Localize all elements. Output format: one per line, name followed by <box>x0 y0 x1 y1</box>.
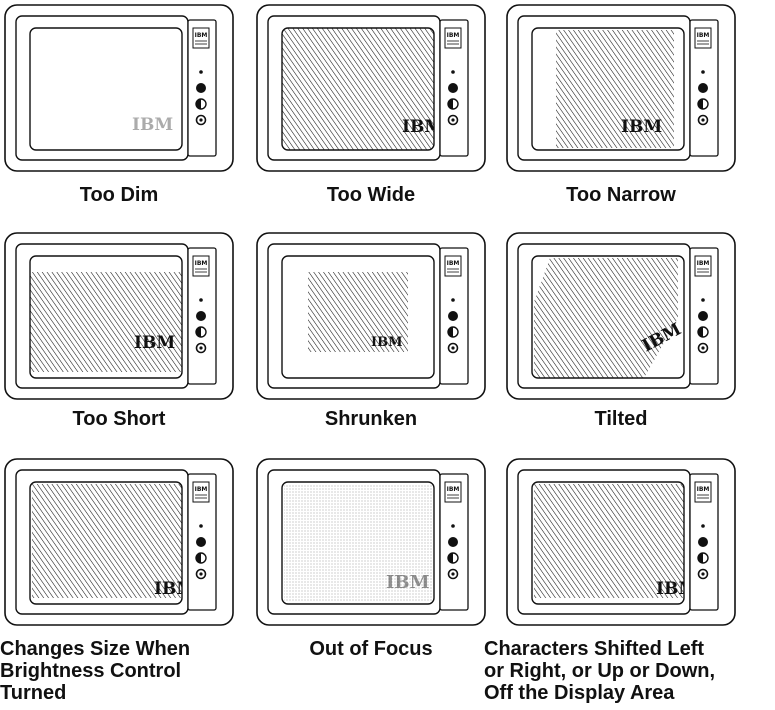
caption-out-of-focus: Out of Focus <box>256 638 486 660</box>
badge-logo: IBM <box>447 260 460 267</box>
caption-too-wide: Too Wide <box>256 184 486 206</box>
monitor-icon: IBM IBM <box>256 232 486 400</box>
panel-shrunken: IBM IBM Shrunken <box>256 232 486 432</box>
contrast-knob-center <box>701 346 704 349</box>
indicator-light-icon <box>451 298 455 302</box>
ibm-logo: IBM <box>386 572 430 593</box>
power-knob-icon <box>448 537 458 547</box>
badge-logo: IBM <box>697 32 710 39</box>
contrast-knob-center <box>199 118 202 121</box>
contrast-knob-center <box>199 346 202 349</box>
contrast-knob-center <box>451 572 454 575</box>
indicator-light-icon <box>199 524 203 528</box>
contrast-knob-center <box>451 118 454 121</box>
power-knob-icon <box>196 83 206 93</box>
indicator-light-icon <box>451 70 455 74</box>
caption-too-narrow: Too Narrow <box>506 184 736 206</box>
indicator-light-icon <box>199 298 203 302</box>
raster-area <box>28 272 186 372</box>
badge-logo: IBM <box>697 260 710 267</box>
panel-too-narrow: IBM IBM Too Narrow <box>506 4 736 204</box>
power-knob-icon <box>698 311 708 321</box>
panel-too-short: IBM IBM Too Short <box>4 232 234 432</box>
badge-logo: IBM <box>195 260 208 267</box>
indicator-light-icon <box>701 524 705 528</box>
indicator-light-icon <box>451 524 455 528</box>
caption-tilted: Tilted <box>506 408 736 430</box>
contrast-knob-center <box>199 572 202 575</box>
power-knob-icon <box>196 311 206 321</box>
contrast-knob-center <box>701 118 704 121</box>
caption-too-short: Too Short <box>4 408 234 430</box>
caption-changes-size: Changes Size When Brightness Control Tur… <box>0 638 254 704</box>
monitor-icon: IBM IBM <box>506 4 736 172</box>
contrast-knob-center <box>701 572 704 575</box>
caption-characters-shifted: Characters Shifted Left or Right, or Up … <box>484 638 753 704</box>
caption-too-dim: Too Dim <box>4 184 234 206</box>
power-knob-icon <box>698 83 708 93</box>
indicator-light-icon <box>199 70 203 74</box>
panel-out-of-focus: IBM IBM Out of Focus <box>256 458 486 658</box>
monitor-icon: IBM IBM <box>256 458 486 626</box>
indicator-light-icon <box>701 298 705 302</box>
panel-too-dim: IBM IBM Too Dim <box>4 4 234 204</box>
ibm-logo: IBM <box>621 117 662 137</box>
monitor-icon: IBM IBM <box>4 232 234 400</box>
badge-logo: IBM <box>195 32 208 39</box>
contrast-knob-center <box>451 346 454 349</box>
power-knob-icon <box>196 537 206 547</box>
power-knob-icon <box>448 83 458 93</box>
indicator-light-icon <box>701 70 705 74</box>
caption-shrunken: Shrunken <box>256 408 486 430</box>
power-knob-icon <box>698 537 708 547</box>
badge-logo: IBM <box>447 32 460 39</box>
badge-logo: IBM <box>697 486 710 493</box>
badge-logo: IBM <box>195 486 208 493</box>
ibm-logo: IBM <box>132 115 173 135</box>
badge-logo: IBM <box>447 486 460 493</box>
ibm-logo: IBM <box>134 333 175 353</box>
ibm-logo: IBM <box>371 335 402 350</box>
monitor-icon: IBM IBM <box>4 4 234 172</box>
power-knob-icon <box>448 311 458 321</box>
